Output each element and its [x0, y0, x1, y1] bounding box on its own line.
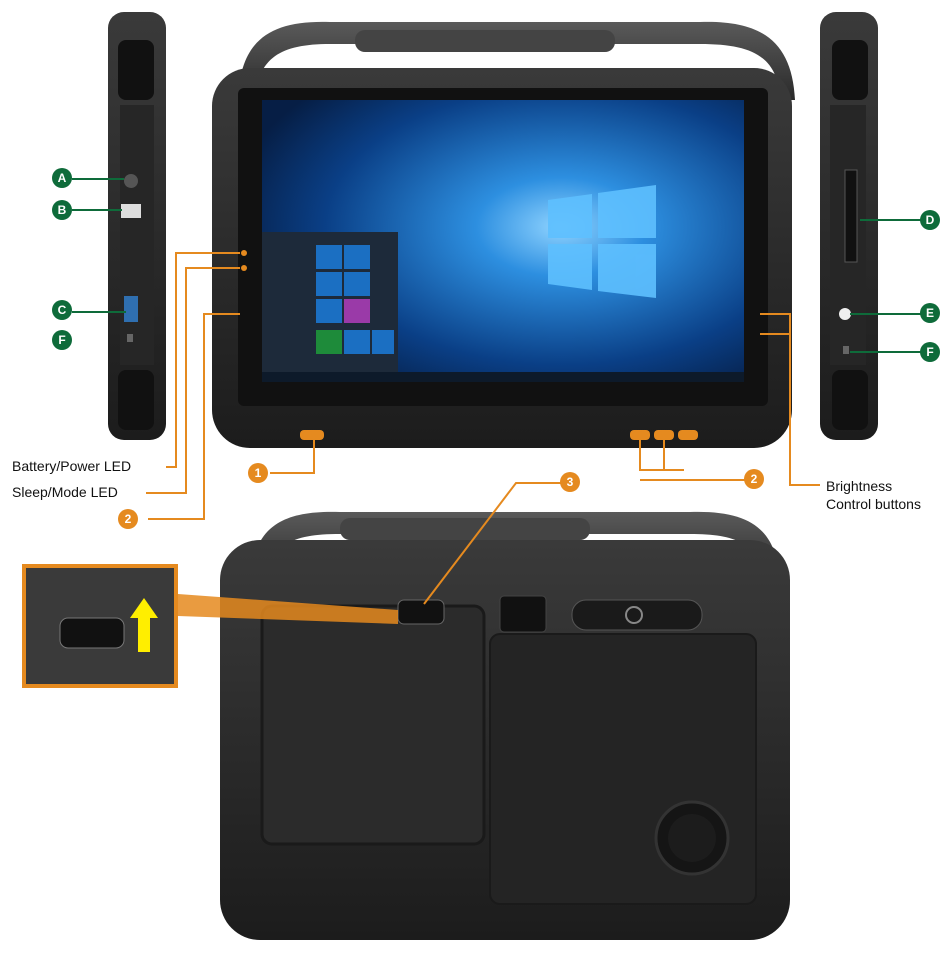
marker-e: E: [920, 303, 940, 323]
back-camera: [499, 595, 547, 633]
battery-latch: [397, 599, 445, 625]
marker-c: C: [52, 300, 72, 320]
windows-logo-icon: [548, 185, 656, 298]
camera-button: [839, 308, 851, 320]
marker-a: A: [52, 168, 72, 188]
marker-2-right: 2: [744, 469, 764, 489]
marker-b: B: [52, 200, 72, 220]
sleep-led-label: Sleep/Mode LED: [12, 484, 118, 500]
marker-f-left: F: [52, 330, 72, 350]
arrow-up-icon: [130, 598, 158, 652]
right-side-view: [820, 12, 878, 440]
front-view: [212, 21, 795, 448]
brightness-label-line2: Control buttons: [826, 496, 921, 512]
small-port-right: [843, 346, 849, 354]
latch-inset: [22, 564, 398, 688]
lan-port: [121, 204, 141, 218]
usb-port: [124, 296, 138, 322]
battery-led-label: Battery/Power LED: [12, 458, 132, 474]
audio-jack-port: [124, 174, 138, 188]
small-port-left: [127, 334, 133, 342]
left-side-view: [108, 12, 166, 440]
marker-f-right: F: [920, 342, 940, 362]
marker-d: D: [920, 210, 940, 230]
taskbar: [262, 372, 744, 382]
marker-2-left: 2: [118, 509, 138, 529]
power-button: [300, 430, 324, 440]
brightness-label-line1: Brightness: [826, 478, 893, 494]
card-slot: [844, 169, 858, 263]
marker-3: 3: [560, 472, 580, 492]
marker-1: 1: [248, 463, 268, 483]
back-view: [220, 511, 790, 940]
battery-pack: [260, 604, 486, 846]
